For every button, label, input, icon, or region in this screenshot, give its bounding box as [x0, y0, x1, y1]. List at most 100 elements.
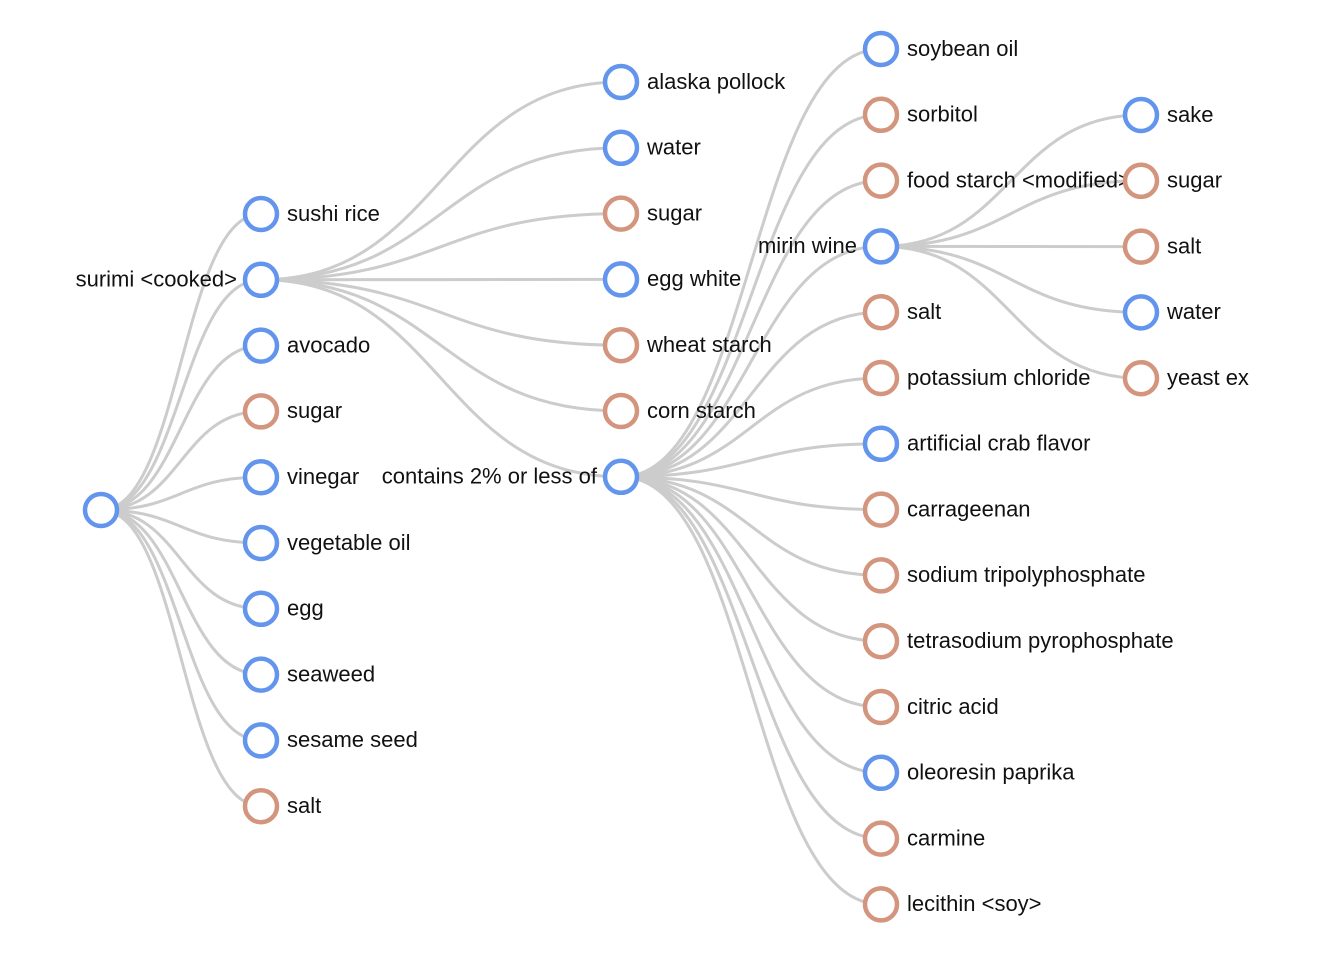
- tree-node-vegetable-oil[interactable]: vegetable oil: [242, 524, 411, 562]
- tree-node-sugar[interactable]: sugar: [602, 195, 702, 232]
- tree-link: [100, 475, 262, 512]
- node-label: alaska pollock: [647, 69, 786, 94]
- tree-node-water[interactable]: water: [1122, 294, 1221, 331]
- tree-link: [260, 146, 622, 282]
- node-label: yeast ex: [1167, 365, 1249, 390]
- tree-node-sushi-rice[interactable]: sushi rice: [242, 195, 380, 233]
- node-label: tetrasodium pyrophosphate: [907, 628, 1174, 653]
- node-circle[interactable]: [602, 63, 640, 101]
- node-label: sushi rice: [287, 201, 380, 226]
- node-circle[interactable]: [242, 722, 280, 759]
- tree-node-yeast-ex[interactable]: yeast ex: [1122, 359, 1249, 397]
- node-label: sugar: [1167, 168, 1222, 193]
- node-circle[interactable]: [1122, 294, 1160, 331]
- tree-link: [620, 376, 882, 479]
- tree-link: [620, 310, 882, 479]
- node-label: corn starch: [647, 398, 756, 423]
- node-circle[interactable]: [602, 392, 640, 430]
- node-label: oleoresin paprika: [907, 760, 1075, 785]
- tree-link: [620, 179, 882, 479]
- tree-node-food-starch-modified[interactable]: food starch <modified>: [862, 162, 1131, 199]
- tree-node-egg-white[interactable]: egg white: [602, 261, 741, 298]
- tree-node-seaweed[interactable]: seaweed: [242, 656, 375, 693]
- tree-link: [620, 442, 882, 479]
- node-circle[interactable]: [602, 195, 640, 232]
- tree-node-surimi-cooked[interactable]: surimi <cooked>: [76, 261, 280, 299]
- node-circle[interactable]: [862, 622, 900, 660]
- tree-node-salt[interactable]: salt: [242, 787, 321, 825]
- node-circle[interactable]: [862, 162, 900, 199]
- node-circle[interactable]: [1122, 359, 1160, 397]
- node-circle[interactable]: [242, 327, 280, 364]
- tree-node-lecithin-soy[interactable]: lecithin <soy>: [862, 886, 1042, 923]
- node-circle[interactable]: [862, 754, 900, 792]
- node-label: potassium chloride: [907, 365, 1090, 390]
- node-circle[interactable]: [242, 524, 280, 562]
- node-circle[interactable]: [862, 228, 900, 265]
- tree-node-potassium-chloride[interactable]: potassium chloride: [862, 359, 1090, 397]
- node-circle[interactable]: [602, 458, 640, 496]
- node-circle[interactable]: [1122, 96, 1160, 134]
- node-circle[interactable]: [862, 491, 900, 528]
- node-circle[interactable]: [862, 688, 900, 726]
- tree-node-sodium-tripolyphosphate[interactable]: sodium tripolyphosphate: [862, 557, 1145, 594]
- node-circle[interactable]: [242, 393, 280, 430]
- tree-node-sake[interactable]: sake: [1122, 96, 1213, 134]
- tree-node-corn-starch[interactable]: corn starch: [602, 392, 756, 430]
- tree-node-egg[interactable]: egg: [242, 590, 324, 628]
- tree-node-sugar[interactable]: sugar: [242, 393, 342, 430]
- node-circle[interactable]: [242, 787, 280, 825]
- node-label: food starch <modified>: [907, 167, 1131, 192]
- node-circle[interactable]: [862, 96, 900, 134]
- tree-link: [620, 475, 882, 709]
- node-circle[interactable]: [862, 886, 900, 923]
- node-circle[interactable]: [862, 293, 900, 331]
- tree-node-carmine[interactable]: carmine: [862, 820, 985, 857]
- tree-link: [620, 475, 882, 906]
- tree-node-avocado[interactable]: avocado: [242, 327, 370, 364]
- tree-node-carrageenan[interactable]: carrageenan: [862, 491, 1031, 528]
- tree-node-sesame-seed[interactable]: sesame seed: [242, 722, 418, 759]
- node-circle[interactable]: [862, 30, 900, 68]
- tree-node-salt[interactable]: salt: [1122, 228, 1201, 265]
- node-circle[interactable]: [242, 656, 280, 693]
- node-circle[interactable]: [602, 129, 640, 167]
- node-label: seaweed: [287, 661, 375, 686]
- tree-node-alaska-pollock[interactable]: alaska pollock: [602, 63, 786, 101]
- tree-node-oleoresin-paprika[interactable]: oleoresin paprika: [862, 754, 1075, 792]
- tree-node-sorbitol[interactable]: sorbitol: [862, 96, 978, 134]
- node-circle[interactable]: [862, 425, 900, 463]
- tree-node-artificial-crab-flavor[interactable]: artificial crab flavor: [862, 425, 1090, 463]
- node-circle[interactable]: [862, 557, 900, 594]
- tree-node-contains-2pct-or-less-of[interactable]: contains 2% or less of: [382, 458, 640, 496]
- tree-link: [100, 508, 262, 677]
- node-circle[interactable]: [82, 491, 120, 529]
- tree-link: [260, 212, 622, 282]
- tree-node-soybean-oil[interactable]: soybean oil: [862, 30, 1018, 68]
- node-circle[interactable]: [862, 820, 900, 857]
- node-circle[interactable]: [862, 359, 900, 397]
- tree-link: [260, 278, 622, 479]
- tree-node-mirin-wine[interactable]: mirin wine: [758, 228, 900, 265]
- tree-node-sugar[interactable]: sugar: [1122, 162, 1222, 200]
- tree-node-wheat-starch[interactable]: wheat starch: [602, 326, 772, 364]
- tree-node-water[interactable]: water: [602, 129, 701, 167]
- tree-node-root[interactable]: [82, 491, 120, 529]
- node-circle[interactable]: [602, 261, 640, 298]
- node-circle[interactable]: [242, 458, 280, 496]
- node-circle[interactable]: [242, 590, 280, 628]
- tree-node-salt[interactable]: salt: [862, 293, 941, 331]
- node-circle[interactable]: [1122, 228, 1160, 265]
- tree-link: [620, 475, 882, 775]
- node-circle[interactable]: [242, 195, 280, 233]
- node-circle[interactable]: [242, 261, 280, 299]
- node-label: sugar: [647, 200, 702, 225]
- tree-node-citric-acid[interactable]: citric acid: [862, 688, 999, 726]
- tree-node-vinegar[interactable]: vinegar: [242, 458, 359, 496]
- tree-link: [100, 508, 262, 742]
- node-circle[interactable]: [1122, 162, 1160, 200]
- tree-node-tetrasodium-pyrophosphate[interactable]: tetrasodium pyrophosphate: [862, 622, 1174, 660]
- node-label: egg: [287, 596, 324, 621]
- node-circle[interactable]: [602, 326, 640, 364]
